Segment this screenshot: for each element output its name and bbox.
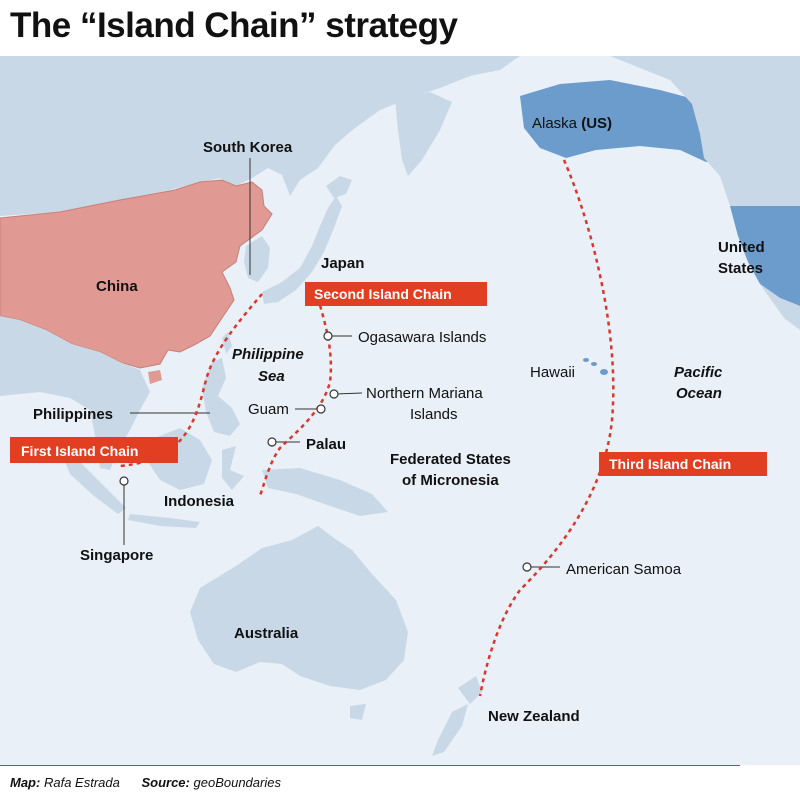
label-australia: Australia [234, 625, 299, 642]
label-hawaii: Hawaii [530, 364, 575, 381]
label-indonesia: Indonesia [164, 493, 235, 510]
leader-lines [123, 158, 560, 568]
third-island-chain-text: Third Island Chain [609, 456, 731, 472]
source-credit-value: geoBoundaries [193, 775, 281, 790]
label-united-states-line2: States [718, 260, 763, 277]
label-south-korea: South Korea [203, 139, 293, 156]
second-island-chain-line [258, 297, 333, 497]
first-island-chain-line [119, 293, 263, 468]
label-pacific-ocean-line1: Pacific [674, 364, 723, 381]
label-northern-mariana-line2: Islands [410, 406, 458, 423]
guam-marker [316, 404, 326, 414]
second-island-chain-label: Second Island Chain [305, 282, 487, 306]
singapore-marker [119, 476, 129, 486]
footer-divider [0, 765, 740, 766]
location-markers [119, 331, 532, 572]
label-japan: Japan [321, 255, 364, 272]
american-samoa-marker [522, 562, 532, 572]
source-credit-key: Source: [141, 775, 190, 790]
canada-land [610, 56, 800, 206]
label-micronesia-line2: of Micronesia [402, 472, 499, 489]
label-pacific-ocean-line2: Ocean [676, 385, 722, 402]
label-ogasawara: Ogasawara Islands [358, 329, 486, 346]
island-chain-lines [119, 159, 615, 697]
tasmania [350, 704, 366, 720]
hainan [148, 370, 162, 384]
label-philippine-sea-line2: Sea [258, 368, 285, 385]
label-northern-mariana-line1: Northern Mariana [366, 385, 483, 402]
label-alaska: Alaska (US) [532, 115, 612, 132]
first-island-chain-label: First Island Chain [10, 437, 178, 463]
northern-mariana-marker [329, 389, 339, 399]
label-alaska-us: (US) [581, 115, 612, 132]
australia-land [190, 526, 408, 690]
alaska-land [520, 80, 730, 162]
palau-marker [267, 437, 277, 447]
third-island-chain-line [478, 159, 615, 697]
label-united-states-line1: United [718, 239, 765, 256]
taiwan [222, 332, 232, 354]
label-philippines: Philippines [33, 406, 113, 423]
label-new-zealand: New Zealand [488, 708, 580, 725]
japan-land [262, 196, 342, 304]
philippines-islands [202, 358, 240, 436]
map-title: The “Island Chain” strategy [10, 6, 458, 45]
label-china: China [96, 278, 138, 295]
label-micronesia-line1: Federated States [390, 451, 511, 468]
sumatra [60, 450, 126, 514]
southeast-asia [0, 316, 150, 470]
pacific-map: South Korea Japan China Alaska (US) Unit… [0, 56, 800, 765]
label-singapore: Singapore [80, 547, 153, 564]
label-american-samoa: American Samoa [566, 561, 682, 578]
label-guam: Guam [248, 401, 289, 418]
label-palau: Palau [306, 436, 346, 453]
credits-footer: Map: Rafa Estrada Source: geoBoundaries [10, 770, 790, 796]
new-zealand-south [432, 704, 468, 756]
map-credit-value: Rafa Estrada [43, 775, 120, 790]
third-island-chain-label: Third Island Chain [599, 452, 767, 476]
hawaii-islands [583, 358, 608, 375]
hokkaido [326, 176, 352, 198]
sulawesi [222, 446, 244, 490]
label-philippine-sea-line1: Philippine [232, 346, 304, 363]
ogasawara-marker [323, 331, 333, 341]
new-zealand-land [458, 676, 482, 704]
mexico-land [760, 284, 800, 330]
new-guinea [262, 468, 388, 516]
second-island-chain-text: Second Island Chain [314, 286, 452, 302]
first-island-chain-text: First Island Chain [21, 443, 138, 459]
us-land [730, 206, 800, 306]
kamchatka [395, 92, 452, 176]
asia-north-landmass [0, 56, 520, 216]
map-credit-key: Map: [10, 775, 41, 790]
java [128, 514, 200, 528]
